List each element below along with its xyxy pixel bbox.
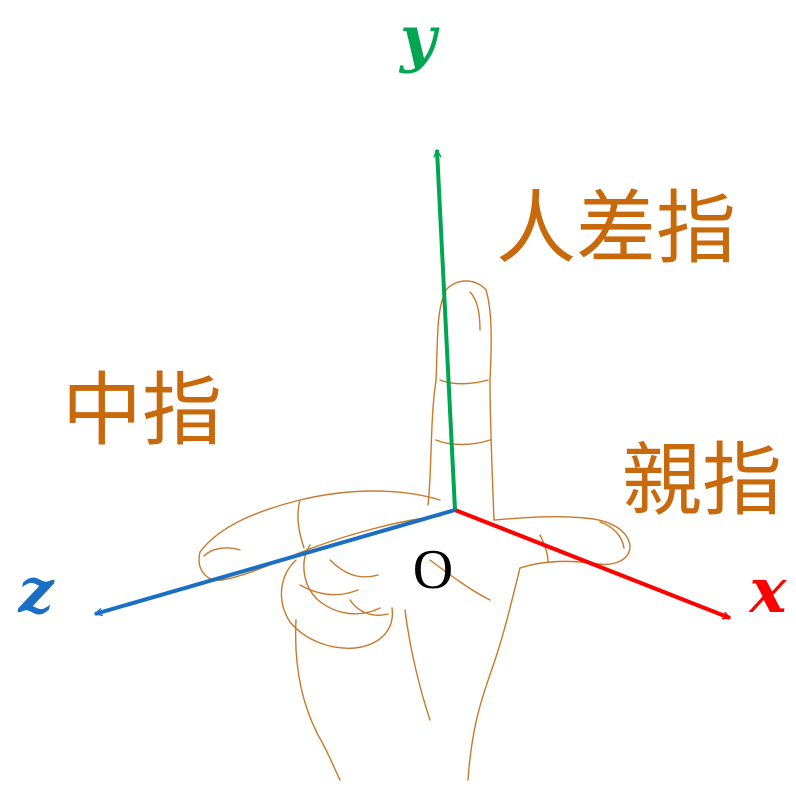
palm-crease-2 [429, 559, 491, 601]
index-finger-crease [439, 379, 489, 385]
wrist-left [294, 619, 341, 781]
x-axis-label: x [748, 554, 788, 627]
palm-outline [467, 567, 521, 781]
origin-label: O [413, 539, 453, 601]
thumb-label: 親指 [622, 434, 782, 527]
ring-finger-crease [299, 584, 359, 596]
middle-finger-outline [198, 490, 441, 581]
index-finger-label: 人差指 [496, 182, 736, 275]
z-axis-label: z [17, 554, 55, 627]
thumb-outline [493, 516, 631, 569]
little-finger-outline [303, 544, 381, 615]
palm-crease [404, 609, 431, 721]
x-axis-arrow [454, 508, 730, 620]
y-axis-label: y [398, 2, 440, 75]
index-finger-nail [469, 291, 481, 331]
thumb-nail [599, 521, 625, 549]
knuckle-lines [329, 559, 389, 616]
thumb-crease [539, 534, 549, 563]
y-axis-arrow [437, 150, 457, 511]
hand-illustration [198, 280, 631, 781]
middle-finger-nail [203, 547, 241, 557]
ring-finger-outline [280, 559, 394, 649]
middle-finger-crease [297, 499, 305, 549]
index-finger-outline [427, 280, 495, 521]
middle-finger-label: 中指 [62, 364, 222, 457]
index-finger-crease-2 [435, 439, 491, 446]
z-axis-arrow [95, 508, 456, 614]
